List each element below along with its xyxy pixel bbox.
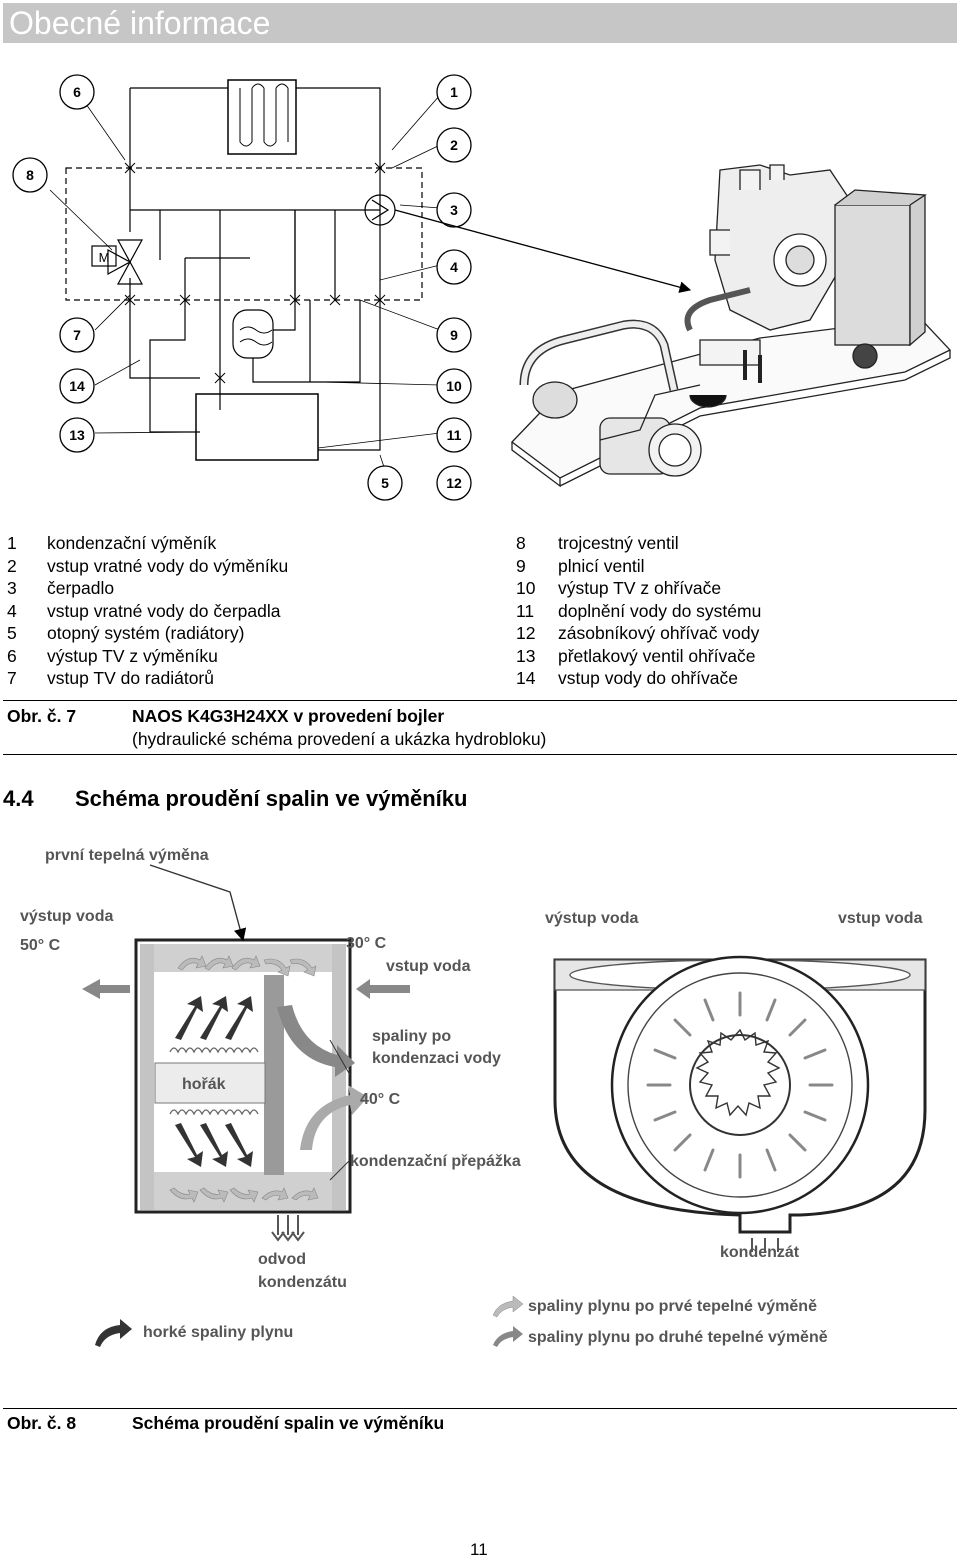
callout-12: 12 [436,465,472,501]
label-temp-50: 50° C [20,937,61,954]
figure7-title: NAOS K4G3H24XX v provedení bojler [132,706,445,726]
label-cond-baffle: kondenzační přepážka [350,1153,521,1170]
label-burner: hořák [182,1076,226,1093]
hydraulic-schematic [49,79,441,471]
divider [3,700,957,701]
label-flue-after-second: spaliny plynu po druhé tepelné výměně [528,1329,828,1346]
callout-13: 13 [59,417,95,453]
callout-1: 1 [436,74,472,110]
svg-text:11: 11 [447,427,462,443]
svg-text:9: 9 [450,327,458,343]
callout-8: 8 [12,157,48,193]
callout-circles: 6 1 2 8 3 4 7 9 14 10 13 11 5 12 M [12,74,472,501]
label-temp-40: 40° C [360,1091,401,1108]
svg-text:6: 6 [73,84,81,100]
divider [3,1408,957,1409]
storage-tank [232,309,274,359]
svg-text:4: 4 [450,259,458,275]
label-drain-2: kondenzátu [258,1274,347,1291]
label-water-in: vstup voda [386,958,471,975]
svg-text:2: 2 [450,137,458,153]
svg-text:13: 13 [69,427,85,443]
label-condensate: kondenzát [720,1244,800,1261]
flue-flow-diagram: první tepelná výměna výstup voda 50° C 3… [20,847,927,1347]
callout-5: 5 [367,465,403,501]
label-first-exchange: první tepelná výměna [45,847,209,864]
separator-wall [264,975,284,1175]
label-water-out-right: vstup voda [838,910,923,927]
svg-text:10: 10 [446,378,462,394]
callout-9: 9 [436,317,472,353]
burner-ring [689,1034,791,1136]
divider [3,754,957,755]
callout-3: 3 [436,192,472,228]
svg-text:7: 7 [73,327,81,343]
section-header: Obecné informace [3,3,957,43]
pointer-arrow [394,209,692,293]
callout-2: 2 [436,127,472,163]
svg-text:14: 14 [69,378,85,394]
section-heading: 4.4 Schéma proudění spalin ve výměníku [3,786,467,812]
label-flue-after-cond-2: kondenzaci vody [372,1050,501,1067]
svg-text:5: 5 [381,475,389,491]
callout-7: 7 [59,317,95,353]
figure7-subtitle: (hydraulické schéma provedení a ukázka h… [132,729,547,749]
three-way-valve [107,239,144,285]
label-hot-flue: horké spaliny plynu [143,1324,293,1341]
radiator-box [195,393,319,461]
section-title: Schéma proudění spalin ve výměníku [75,786,468,811]
label-flue-after-cond-1: spaliny po [372,1028,451,1045]
label-flue-after-first: spaliny plynu po prvé tepelné výměně [528,1298,817,1315]
callout-4: 4 [436,249,472,285]
header-title: Obecné informace [9,5,271,41]
callout-11: 11 [436,417,472,453]
label-water-out-left: výstup voda [20,908,113,925]
section-number: 4.4 [3,786,34,811]
callout-6: 6 [59,74,95,110]
svg-text:8: 8 [26,167,34,183]
label-temp-30: 30° C [346,935,387,952]
callout-14: 14 [59,368,95,404]
boiler-outline [65,167,423,301]
svg-text:3: 3 [450,202,458,218]
hydroblock-illustration [511,164,952,488]
svg-text:1: 1 [450,84,458,100]
label-water-out-mid: výstup voda [545,910,638,927]
callout-10: 10 [436,368,472,404]
page-number: 11 [470,1540,488,1559]
figure7-label: Obr. č. 7 [7,706,77,726]
heat-exchanger [227,79,297,155]
svg-text:12: 12 [446,475,462,491]
label-drain-1: odvod [258,1251,306,1268]
figure8-label: Obr. č. 8 [7,1413,77,1433]
motor-valve-label: M [99,250,110,265]
figure8-title: Schéma proudění spalin ve výměníku [132,1413,445,1433]
